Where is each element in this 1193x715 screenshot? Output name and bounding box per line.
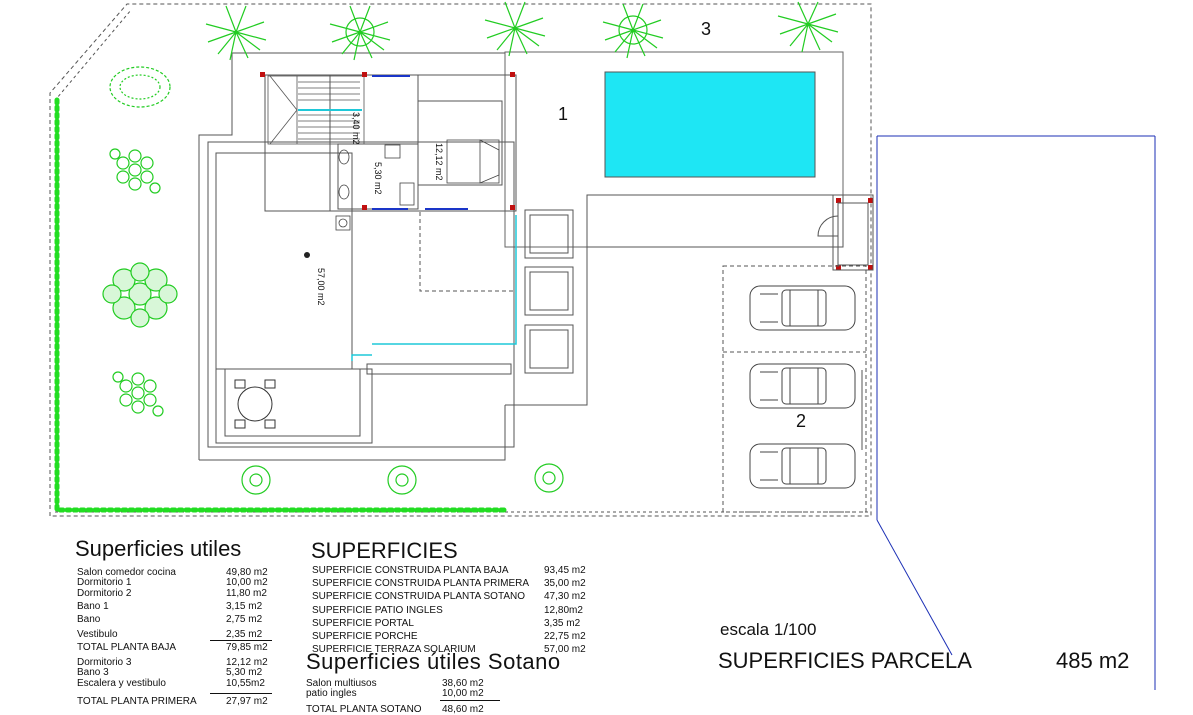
sotano-row-label: Salon multiusos [306,678,377,689]
windows [372,75,468,210]
superficies-row-value: 57,00 m2 [544,644,586,656]
pool [604,71,816,178]
tree-cluster [102,262,178,328]
utiles-row-value: 11,80 m2 [226,588,267,599]
superficies-row-label: SUPERFICIE TERRAZA SOLARIUM [312,644,476,656]
utiles-row-value: 2,75 m2 [226,614,263,625]
parcela-value: 485 m2 [1056,648,1130,673]
superficies-row-label: SUPERFICIE CONSTRUIDA PLANTA SOTANO [312,591,525,603]
subtotal-rule [210,640,272,641]
superficies-row-label: SUPERFICIE PATIO INGLES [312,604,443,616]
utiles-total-baja-label: TOTAL PLANTA BAJA [77,642,177,653]
subtotal-rule [210,693,272,694]
bath-area-label: 5,30 m2 [373,162,383,195]
sotano-row-value: 38,60 m2 [442,678,484,689]
utiles-total-primera-value: 27,97 m2 [226,696,268,707]
sotano-total-label: TOTAL PLANTA SOTANO [306,704,422,715]
utiles-row-value: 10,00 m2 [226,577,268,588]
utiles-row-label: Bano 1 [77,601,109,612]
utiles-total-baja-value: 79,85 m2 [226,642,268,653]
bedroom-area-label: 12,12 m2 [434,143,444,181]
parcela-label: SUPERFICIES PARCELA [718,648,972,673]
superficies-title: SUPERFICIES [311,538,458,563]
zone-label-2: 2 [796,411,807,431]
bed [446,139,500,184]
utiles-row-label: Salon comedor cocina [77,567,176,578]
utiles-row-value: 10,55m2 [226,678,265,689]
parking-area [722,265,867,513]
superficies-row-value: 22,75 m2 [544,631,586,642]
zone-label-1: 1 [558,104,569,124]
utiles-title: Superficies utiles [75,536,242,561]
superficies-row-label: SUPERFICIE PORTAL [312,617,414,629]
neighbour-boundary [876,135,1156,690]
terrace-area-label: 57,00 m2 [316,268,326,306]
house-walls [198,52,844,461]
superficies-row-label: SUPERFICIE PORCHE [312,631,418,642]
shrubs [109,66,564,495]
plot-boundary [49,3,872,517]
superficies-row-value: 35,00 m2 [544,578,586,590]
utiles-row-value: 2,35 m2 [226,629,263,640]
bathroom-fixtures [335,144,415,231]
superficies-row-value: 12,80m2 [544,604,583,616]
utiles-row-value: 49,80 m2 [226,567,268,578]
table-with-chairs [234,379,276,429]
utiles-row-label: Vestibulo [77,629,118,640]
cars [749,285,856,489]
sotano-row-label: patio ingles [306,688,357,699]
entrance-porch [817,194,874,271]
zone-label-3: 3 [701,19,712,39]
superficies-row-label: SUPERFICIE CONSTRUIDA PLANTA BAJA [312,565,509,576]
utiles-row-label: Dormitorio 2 [77,588,132,599]
sotano-total-value: 48,60 m2 [442,704,484,715]
superficies-row-value: 93,45 m2 [544,565,586,576]
sotano-title: Superficies útiles Sotano [306,649,561,674]
utiles-row-label: Dormitorio 1 [77,577,132,588]
utiles-row-value: 3,15 m2 [226,601,263,612]
superficies-row-value: 47,30 m2 [544,591,586,603]
subtotal-rule [440,700,500,701]
superficies-row-value: 3,35 m2 [544,617,581,629]
scale-label: escala 1/100 [720,620,817,639]
hedge [54,97,508,513]
utiles-row-label: Dormitorio 3 [77,657,132,668]
utiles-row-label: Bano [77,614,101,625]
superficies-row-label: SUPERFICIE CONSTRUIDA PLANTA PRIMERA [312,578,530,590]
utiles-row-value: 5,30 m2 [226,667,263,678]
columns [260,72,873,270]
utiles-row-label: Escalera y vestibulo [77,678,166,689]
utiles-row-value: 12,12 m2 [226,657,268,668]
utiles-total-primera-label: TOTAL PLANTA PRIMERA [77,696,197,707]
sotano-row-value: 10,00 m2 [442,688,484,699]
staircase [267,75,365,145]
stair-area-label: 3,40 m2 [351,112,361,145]
palm-trees [205,1,839,61]
utiles-row-label: Bano 3 [77,667,109,678]
